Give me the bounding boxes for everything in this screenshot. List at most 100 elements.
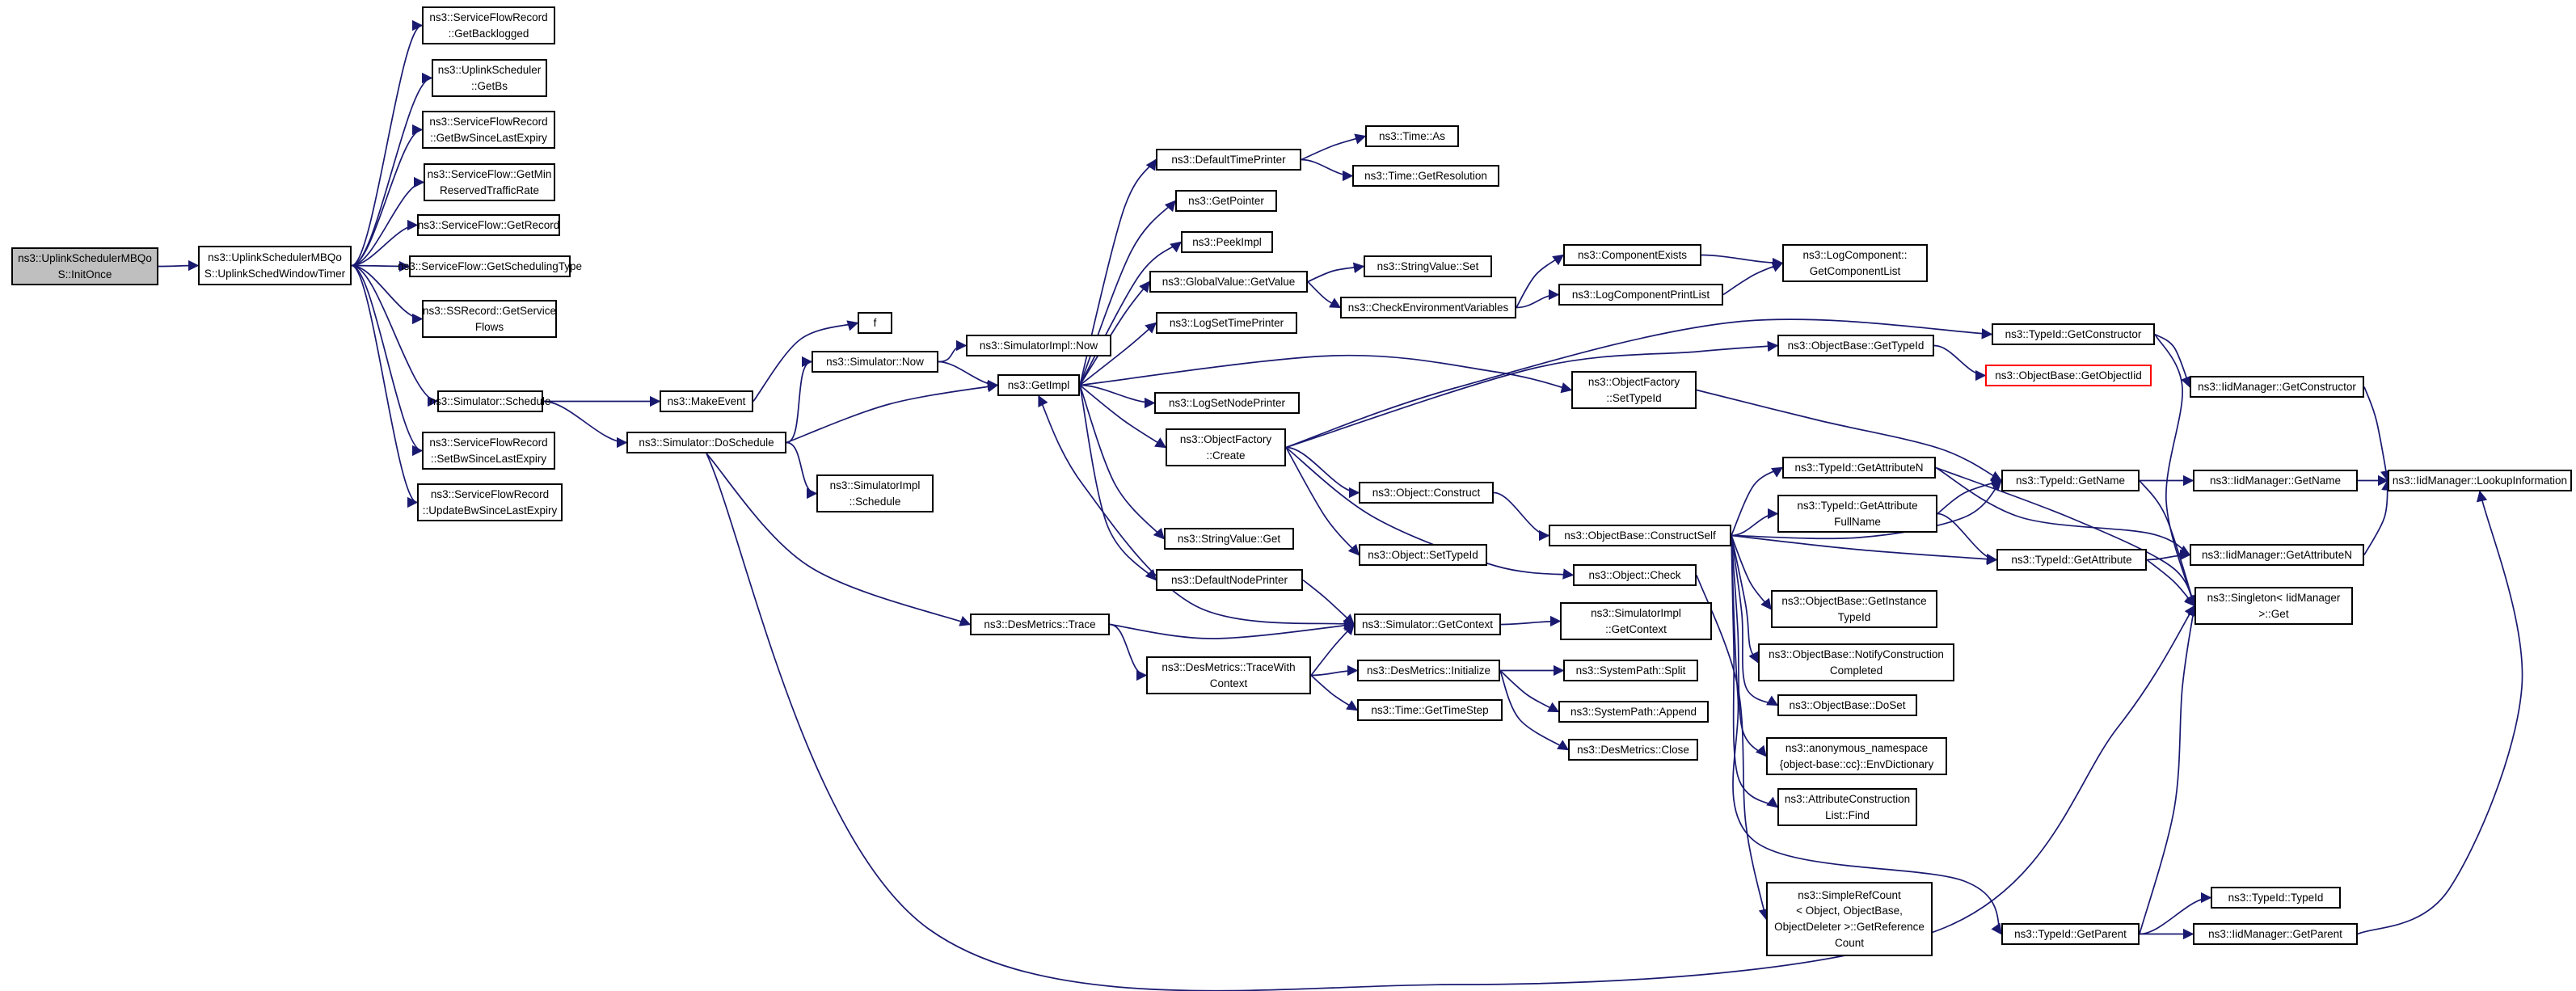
node-label-line: ns3::ComponentExists — [1577, 248, 1688, 261]
node-label-line: FullName — [1834, 515, 1881, 528]
node-label-line: Count — [1834, 936, 1865, 949]
node-get-backlogged[interactable]: ns3::ServiceFlowRecord::GetBacklogged — [422, 6, 555, 44]
node-iid-get-attr-n[interactable]: ns3::IidManager::GetAttributeN — [2190, 544, 2364, 566]
node-time-as[interactable]: ns3::Time::As — [1365, 125, 1459, 147]
node-sp-split[interactable]: ns3::SystemPath::Split — [1563, 660, 1698, 681]
node-tid-get-parent[interactable]: ns3::TypeId::GetParent — [2001, 923, 2140, 945]
node-tid-ctor[interactable]: ns3::TypeId::TypeId — [2211, 887, 2341, 909]
node-env-dict[interactable]: ns3::anonymous_namespace{object-base::cc… — [1766, 737, 1947, 775]
node-dm-close[interactable]: ns3::DesMetrics::Close — [1568, 739, 1698, 761]
node-obj-construct[interactable]: ns3::Object::Construct — [1359, 482, 1494, 504]
node-default-node-printer[interactable]: ns3::DefaultNodePrinter — [1156, 569, 1303, 591]
node-iid-get-parent[interactable]: ns3::IidManager::GetParent — [2193, 923, 2358, 945]
node-ob-get-tid[interactable]: ns3::ObjectBase::GetTypeId — [1777, 335, 1934, 356]
node-peek-impl[interactable]: ns3::PeekImpl — [1181, 231, 1273, 253]
node-gv-get-value[interactable]: ns3::GlobalValue::GetValue — [1149, 271, 1308, 293]
node-tid-get-ctor[interactable]: ns3::TypeId::GetConstructor — [1992, 323, 2155, 345]
node-label-line: ns3::Time::GetResolution — [1364, 169, 1487, 182]
node-ob-get-object-iid[interactable]: ns3::ObjectBase::GetObjectIid — [1985, 365, 2152, 386]
edge-get-impl--of-set-type-id — [1079, 354, 1573, 394]
edge-tid-get-ctor--singleton-get — [2154, 334, 2198, 607]
edge-do-schedule--dm-trace — [706, 453, 972, 626]
node-get-record[interactable]: ns3::ServiceFlow::GetRecord — [417, 214, 560, 236]
node-sv-set[interactable]: ns3::StringValue::Set — [1364, 255, 1492, 277]
node-get-bs[interactable]: ns3::UplinkScheduler::GetBs — [432, 59, 547, 97]
node-construct-self[interactable]: ns3::ObjectBase::ConstructSelf — [1549, 525, 1731, 546]
node-label-line: ns3::ServiceFlowRecord — [429, 11, 548, 23]
node-label-line: ns3::ObjectBase::NotifyConstruction — [1769, 647, 1944, 660]
node-check-env[interactable]: ns3::CheckEnvironmentVariables — [1340, 297, 1516, 318]
edge-sim-now--get-impl — [938, 361, 999, 391]
node-log-set-time-printer[interactable]: ns3::LogSetTimePrinter — [1156, 312, 1297, 334]
node-get-sched-type[interactable]: ns3::ServiceFlow::GetSchedulingType — [398, 255, 582, 277]
node-impl-schedule[interactable]: ns3::SimulatorImpl::Schedule — [816, 474, 934, 512]
node-tid-get-attr-n[interactable]: ns3::TypeId::GetAttributeN — [1782, 457, 1936, 479]
node-get-pointer[interactable]: ns3::GetPointer — [1175, 190, 1277, 212]
node-sim-get-context[interactable]: ns3::Simulator::GetContext — [1354, 614, 1501, 635]
node-impl-get-context[interactable]: ns3::SimulatorImpl::GetContext — [1560, 602, 1712, 640]
node-singleton-get[interactable]: ns3::Singleton< IidManager>::Get — [2194, 587, 2353, 625]
node-log-print-list[interactable]: ns3::LogComponentPrintList — [1558, 284, 1723, 306]
edge-construct-self--tid-get-parent — [1731, 535, 2002, 935]
node-label-line: ns3::GetPointer — [1188, 194, 1264, 207]
node-component-exists[interactable]: ns3::ComponentExists — [1563, 244, 1701, 266]
node-time-get-res[interactable]: ns3::Time::GetResolution — [1352, 165, 1499, 187]
node-sv-get[interactable]: ns3::StringValue::Get — [1164, 528, 1294, 550]
node-iid-get-ctor[interactable]: ns3::IidManager::GetConstructor — [2190, 376, 2364, 398]
node-tid-get-attr[interactable]: ns3::TypeId::GetAttribute — [1996, 549, 2147, 571]
node-label-line: ns3::TypeId::GetAttribute — [2011, 553, 2132, 566]
edge-dm-twc--sim-get-context — [1310, 623, 1355, 677]
node-label-line: S::InitOnce — [57, 268, 112, 280]
node-dm-trace[interactable]: ns3::DesMetrics::Trace — [970, 614, 1110, 635]
edge-window-timer--get-backlogged — [351, 19, 424, 267]
node-obj-check[interactable]: ns3::Object::Check — [1573, 564, 1697, 586]
node-label-line: ns3::ServiceFlow::GetMin — [427, 167, 552, 180]
node-label-line: ns3::IidManager::LookupInformation — [2392, 474, 2568, 487]
node-log-set-node-printer[interactable]: ns3::LogSetNodePrinter — [1154, 392, 1300, 414]
node-do-schedule[interactable]: ns3::Simulator::DoSchedule — [626, 432, 786, 453]
node-label-line: ns3::SimulatorImpl — [1591, 606, 1681, 619]
node-sp-append[interactable]: ns3::SystemPath::Append — [1558, 701, 1709, 723]
node-obj-set-tid[interactable]: ns3::Object::SetTypeId — [1359, 544, 1487, 566]
edge-dm-trace--sim-get-context — [1109, 619, 1355, 639]
node-dm-init[interactable]: ns3::DesMetrics::Initialize — [1357, 660, 1500, 681]
node-iid-lookup[interactable]: ns3::IidManager::LookupInformation — [2388, 470, 2572, 491]
node-get-bw-since[interactable]: ns3::ServiceFlowRecord::GetBwSinceLastEx… — [422, 111, 555, 149]
node-of-set-type-id[interactable]: ns3::ObjectFactory::SetTypeId — [1571, 371, 1697, 409]
edge-window-timer--set-bw — [351, 264, 424, 457]
node-label-line: S::UplinkSchedWindowTimer — [204, 267, 346, 280]
node-get-component-list[interactable]: ns3::LogComponent::GetComponentList — [1782, 244, 1928, 282]
node-update-bw[interactable]: ns3::ServiceFlowRecord::UpdateBwSinceLas… — [417, 483, 563, 521]
edge-check-env--component-exists — [1516, 254, 1565, 308]
node-iid-get-name[interactable]: ns3::IidManager::GetName — [2193, 470, 2358, 491]
node-get-impl[interactable]: ns3::GetImpl — [997, 374, 1080, 396]
node-of-create[interactable]: ns3::ObjectFactory::Create — [1166, 428, 1286, 466]
node-time-get-timestep[interactable]: ns3::Time::GetTimeStep — [1357, 699, 1503, 721]
node-make-event[interactable]: ns3::MakeEvent — [660, 390, 753, 412]
edge-get-impl--get-pointer — [1079, 200, 1176, 386]
node-ob-do-set[interactable]: ns3::ObjectBase::DoSet — [1777, 694, 1917, 716]
edge-window-timer--get-sched-type — [351, 260, 411, 272]
node-get-ref-count[interactable]: ns3::SimpleRefCount< Object, ObjectBase,… — [1766, 882, 1933, 956]
node-label-line: ns3::ObjectFactory — [1179, 432, 1272, 445]
edge-init-once--window-timer — [158, 259, 200, 272]
node-label-line: ObjectDeleter >::GetReference — [1774, 921, 1925, 933]
node-tid-get-name[interactable]: ns3::TypeId::GetName — [2001, 470, 2140, 491]
node-label-line: ns3::Simulator::Schedule — [429, 394, 551, 407]
node-label-line: ns3::AttributeConstruction — [1784, 792, 1911, 805]
node-default-time-printer[interactable]: ns3::DefaultTimePrinter — [1156, 149, 1301, 171]
edge-gv-get-value--check-env — [1307, 280, 1342, 309]
node-sim-schedule[interactable]: ns3::Simulator::Schedule — [429, 390, 551, 412]
node-set-bw[interactable]: ns3::ServiceFlowRecord::SetBwSinceLastEx… — [422, 432, 555, 470]
node-sim-now[interactable]: ns3::Simulator::Now — [812, 351, 938, 373]
node-impl-now[interactable]: ns3::SimulatorImpl::Now — [966, 335, 1111, 356]
node-f[interactable]: f — [858, 312, 892, 334]
